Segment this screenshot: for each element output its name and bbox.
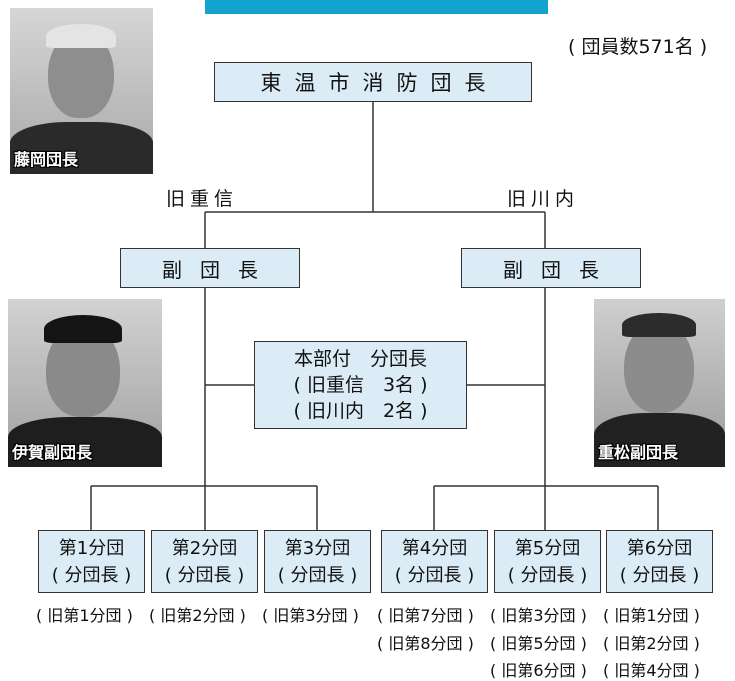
old-division-label: ( 旧第3分団 )	[490, 606, 587, 625]
chief-photo-caption: 藤岡団長	[14, 150, 79, 169]
old-division-label: ( 旧第5分団 )	[490, 634, 587, 653]
branch-label-right: 旧川内	[507, 188, 580, 210]
fire-chief-label: 東温市消防団長	[260, 71, 499, 95]
hq-line-1: 本部付 分団長	[293, 348, 427, 370]
division-box-4: 第4分団 ( 分団長 )	[381, 530, 488, 593]
old-division-label: ( 旧第3分団 )	[262, 606, 359, 625]
old-division-label: ( 旧第2分団 )	[603, 634, 700, 653]
division-name: 第2分団	[171, 537, 238, 559]
vice-chief-box-left: 副団長	[120, 248, 300, 288]
division-box-6: 第6分団 ( 分団長 )	[606, 530, 713, 593]
header-bar	[205, 0, 548, 14]
division-sub: ( 分団長 )	[164, 564, 245, 586]
division-name: 第1分団	[58, 537, 125, 559]
vice-left-photo: 伊賀副団長	[8, 299, 162, 467]
division-box-3: 第3分団 ( 分団長 )	[264, 530, 371, 593]
hq-line-2: ( 旧重信 3名 )	[293, 374, 428, 396]
old-division-label: ( 旧第1分団 )	[603, 606, 700, 625]
old-division-label: ( 旧第2分団 )	[149, 606, 246, 625]
chief-photo: 藤岡団長	[10, 8, 153, 174]
vice-right-photo-caption: 重松副団長	[598, 443, 679, 462]
vice-chief-label: 副団長	[162, 257, 276, 282]
hq-line-3: ( 旧川内 2名 )	[293, 400, 428, 422]
branch-label-left: 旧重信	[166, 188, 239, 210]
division-box-1: 第1分団 ( 分団長 )	[38, 530, 145, 593]
division-name: 第5分団	[514, 537, 581, 559]
member-count: ( 団員数571名 )	[568, 36, 708, 58]
division-sub: ( 分団長 )	[277, 564, 358, 586]
old-division-label: ( 旧第4分団 )	[603, 661, 700, 680]
division-box-5: 第5分団 ( 分団長 )	[494, 530, 601, 593]
division-name: 第6分団	[626, 537, 693, 559]
fire-chief-box: 東温市消防団長	[214, 62, 532, 102]
vice-left-photo-caption: 伊賀副団長	[12, 443, 93, 462]
hq-division-box: 本部付 分団長 ( 旧重信 3名 ) ( 旧川内 2名 )	[254, 341, 467, 429]
old-division-label: ( 旧第1分団 )	[36, 606, 133, 625]
division-sub: ( 分団長 )	[394, 564, 475, 586]
vice-chief-box-right: 副団長	[461, 248, 641, 288]
old-division-label: ( 旧第8分団 )	[377, 634, 474, 653]
division-sub: ( 分団長 )	[619, 564, 700, 586]
old-division-label: ( 旧第7分団 )	[377, 606, 474, 625]
division-name: 第4分団	[401, 537, 468, 559]
division-name: 第3分団	[284, 537, 351, 559]
division-sub: ( 分団長 )	[507, 564, 588, 586]
vice-right-photo: 重松副団長	[594, 299, 725, 467]
division-box-2: 第2分団 ( 分団長 )	[151, 530, 258, 593]
division-sub: ( 分団長 )	[51, 564, 132, 586]
vice-chief-label: 副団長	[503, 257, 617, 282]
old-division-label: ( 旧第6分団 )	[490, 661, 587, 680]
